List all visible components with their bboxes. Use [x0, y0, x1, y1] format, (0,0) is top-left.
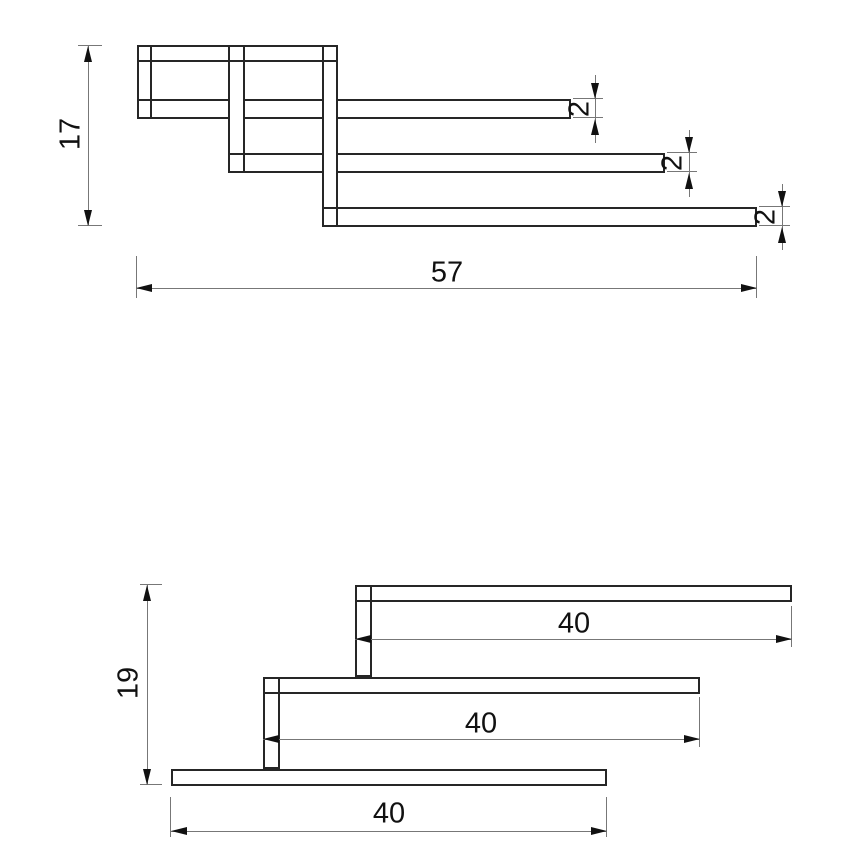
dim-40c-arrow-right-icon: [591, 827, 607, 835]
front-view-arm-bottom: [171, 769, 607, 786]
dim-2b-extension-tick-bottom: [667, 171, 697, 172]
dim-57-arrow-left-icon: [136, 284, 152, 292]
dim-2c-arrow-up-icon: [778, 227, 786, 243]
top-view-arm-2: [228, 153, 665, 173]
dim-2c-arrow-down-icon: [778, 191, 786, 207]
dim-19-arrow-up-icon: [143, 585, 151, 601]
front-view-leg-middle: [263, 677, 280, 769]
dim-19-extension-tick-top: [140, 584, 162, 585]
dim-19-arrow-down-icon: [143, 769, 151, 785]
dim-2b-line: [689, 130, 690, 197]
dim-57-line: [136, 288, 757, 289]
dim-19-line: [147, 585, 148, 785]
dim-2a-line: [595, 75, 596, 143]
front-view-leg-top: [355, 585, 372, 677]
dim-40a-arrow-right-icon: [776, 635, 792, 643]
dim-19-extension-tick-bottom: [140, 784, 162, 785]
dim-40a-arrow-left-icon: [355, 635, 371, 643]
dim-17-arrow-up-icon: [84, 46, 92, 62]
dim-40a-extension-right: [791, 606, 792, 647]
dim-2c-extension-tick-top: [759, 206, 790, 207]
dim-2a-extension-tick-bottom: [573, 117, 603, 118]
dim-2b-arrow-down-icon: [685, 137, 693, 153]
dim-40b-arrow-right-icon: [684, 735, 700, 743]
dim-40c-label: 40: [372, 797, 406, 830]
dim-17-arrow-down-icon: [84, 210, 92, 226]
dim-57-extension-right: [756, 256, 757, 298]
front-view-arm-middle: [263, 677, 700, 694]
dim-17-line: [88, 46, 89, 226]
dim-57-label: 57: [430, 256, 464, 289]
top-view-top-band: [137, 45, 338, 62]
dim-57-extension-left: [136, 256, 137, 298]
dim-2a-arrow-down-icon: [591, 83, 599, 99]
dim-40b-extension-right: [699, 697, 700, 747]
dim-40c-arrow-left-icon: [171, 827, 187, 835]
dim-2a-arrow-up-icon: [591, 119, 599, 135]
dim-40b-line: [263, 739, 700, 740]
dim-40c-line: [171, 831, 607, 832]
dim-40c-extension-right: [606, 797, 607, 837]
dim-2a-extension-tick-top: [573, 98, 603, 99]
dim-19-label: 19: [112, 666, 145, 700]
dim-40a-line: [355, 639, 792, 640]
dim-2b-extension-tick-top: [667, 152, 697, 153]
dim-57-arrow-right-icon: [741, 284, 757, 292]
dim-40b-arrow-left-icon: [263, 735, 279, 743]
dim-40a-label: 40: [557, 607, 591, 640]
dim-17-extension-tick-top: [78, 45, 102, 46]
front-view-arm-top: [355, 585, 792, 602]
top-view-arm-3: [322, 207, 757, 227]
dim-2c-line: [782, 184, 783, 250]
dim-2c-extension-tick-bottom: [759, 225, 790, 226]
dim-2b-arrow-up-icon: [685, 173, 693, 189]
dim-40b-label: 40: [464, 707, 498, 740]
dim-40c-extension-left: [170, 797, 171, 837]
